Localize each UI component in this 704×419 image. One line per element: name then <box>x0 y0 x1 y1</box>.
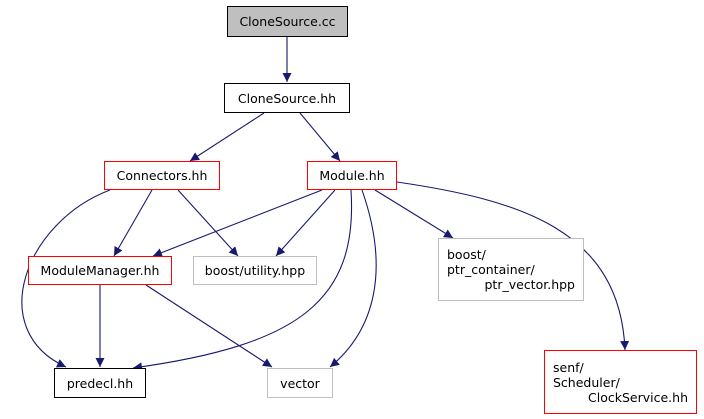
edge-clonesourcehh-connectors <box>189 112 265 162</box>
node-label: predecl.hh <box>66 375 134 391</box>
node-clonesource-cc[interactable]: CloneSource.cc <box>227 6 348 37</box>
node-label: CloneSource.hh <box>237 90 337 106</box>
edge-module-clockservice <box>396 181 630 351</box>
node-label-line: ClockService.hh <box>588 389 688 405</box>
edge-connectors-modulemanager <box>113 189 153 257</box>
node-vector[interactable]: vector <box>267 368 333 398</box>
node-label-line: ptr_vector.hpp <box>484 277 576 292</box>
node-label-line: senf/ <box>553 359 584 375</box>
node-label-line: ptr_container/ <box>447 262 535 277</box>
node-connectors-hh[interactable]: Connectors.hh <box>104 161 220 190</box>
node-module-hh[interactable]: Module.hh <box>307 161 397 190</box>
node-clonesource-hh[interactable]: CloneSource.hh <box>224 83 350 113</box>
edge-module-ptrvector <box>374 189 454 239</box>
edge-module-modulemanager <box>152 189 323 257</box>
edge-module-boostutility <box>275 189 336 257</box>
node-predecl-hh[interactable]: predecl.hh <box>54 368 146 398</box>
node-label: vector <box>280 375 320 391</box>
node-label: Module.hh <box>319 168 385 183</box>
node-ptr-vector[interactable]: boost/ ptr_container/ ptr_vector.hpp <box>438 238 584 301</box>
node-label: ModuleManager.hh <box>40 263 160 278</box>
node-label-line: boost/ <box>447 247 486 262</box>
node-label: boost/utility.hpp <box>204 263 306 278</box>
edge-connectors-boostutility <box>177 189 239 257</box>
node-clockservice-hh[interactable]: senf/ Scheduler/ ClockService.hh <box>544 350 697 414</box>
node-modulemanager-hh[interactable]: ModuleManager.hh <box>28 256 172 285</box>
node-label: CloneSource.cc <box>239 14 336 29</box>
edge-modulemanager-vector <box>145 284 273 368</box>
node-label-line: Scheduler/ <box>553 374 620 390</box>
node-label: Connectors.hh <box>116 168 208 183</box>
edge-connectors-predecl <box>21 189 111 368</box>
edge-clonesourcehh-module <box>299 112 341 162</box>
edge-module-predecl <box>132 189 353 372</box>
edge-module-vector <box>329 189 377 368</box>
node-boost-utility[interactable]: boost/utility.hpp <box>193 256 317 285</box>
